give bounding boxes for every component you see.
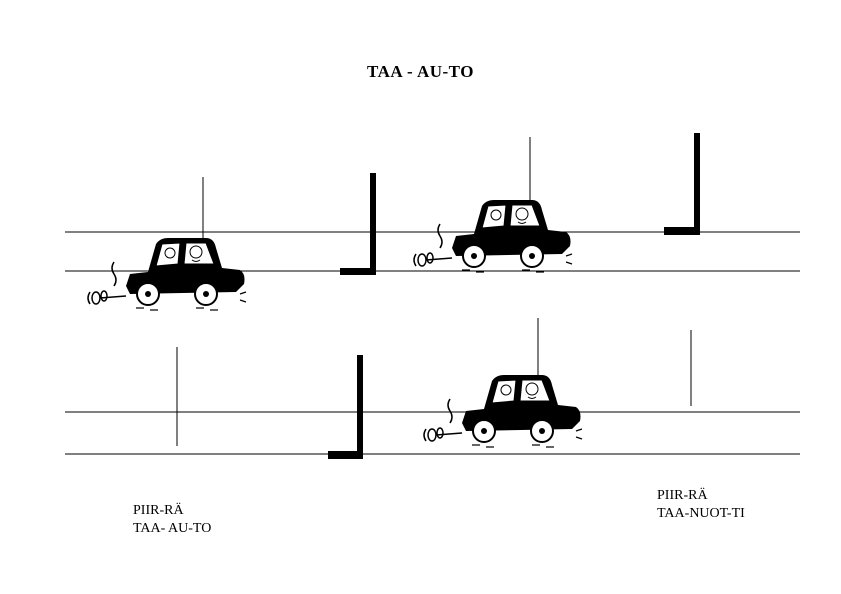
car-icon xyxy=(87,237,247,311)
rest-icon xyxy=(328,355,363,459)
caption-right-line2: TAA-NUOT-TI xyxy=(657,506,745,521)
caption-left-line2: TAA- AU-TO xyxy=(133,521,212,536)
rest-icon xyxy=(340,173,376,275)
rest-icon xyxy=(664,133,700,235)
car-icon xyxy=(413,199,573,273)
caption-left: PIIR-RÄ TAA- AU-TO xyxy=(133,502,211,538)
caption-right-line1: PIIR-RÄ xyxy=(657,488,708,503)
car-icon xyxy=(423,374,583,448)
caption-left-line1: PIIR-RÄ xyxy=(133,503,184,518)
caption-right: PIIR-RÄ TAA-NUOT-TI xyxy=(657,487,745,523)
note-stems xyxy=(176,137,692,446)
page-title: TAA - AU-TO xyxy=(367,62,474,81)
